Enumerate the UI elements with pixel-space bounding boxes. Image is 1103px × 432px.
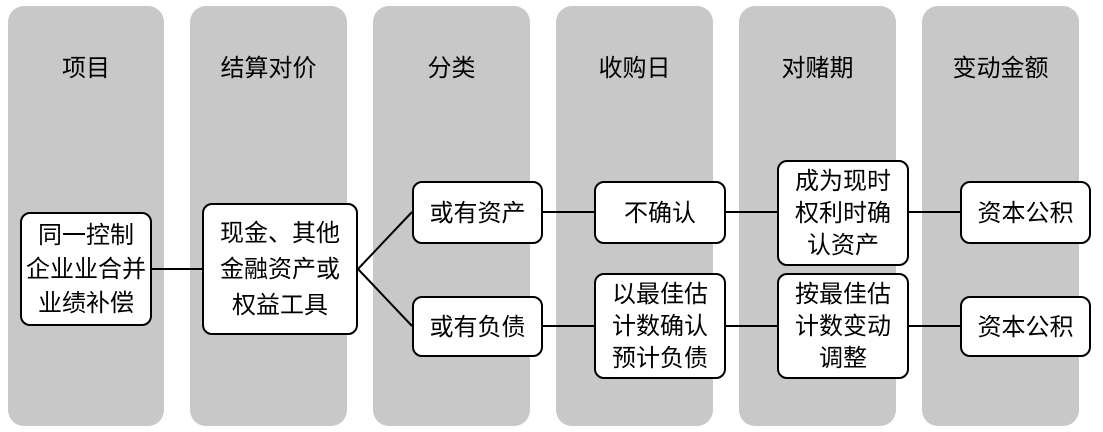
node-capital-reserve-bottom: 资本公积 <box>960 296 1091 357</box>
node-contingent-liability: 或有负债 <box>412 296 543 357</box>
node-contingent-asset: 或有资产 <box>412 181 543 244</box>
node-not-recognized: 不确认 <box>594 181 726 244</box>
node-item: 同一控制 企业业合并 业绩补偿 <box>20 212 152 326</box>
header-acquisition-date: 收购日 <box>598 54 671 82</box>
header-earnout-period: 对赌期 <box>781 54 854 82</box>
header-change-amount: 变动金额 <box>952 54 1049 82</box>
node-adjust-estimate: 按最佳估 计数变动 调整 <box>777 273 909 379</box>
node-present-right: 成为现时 权利时确 认资产 <box>777 160 909 266</box>
node-estimate-liability: 以最佳估 计数确认 预计负债 <box>594 273 726 379</box>
node-consideration: 现金、其他 金融资产或 权益工具 <box>202 203 358 335</box>
header-project: 项目 <box>62 54 110 82</box>
node-capital-reserve-top: 资本公积 <box>960 181 1091 244</box>
header-consideration: 结算对价 <box>220 54 317 82</box>
header-classification: 分类 <box>427 54 476 82</box>
